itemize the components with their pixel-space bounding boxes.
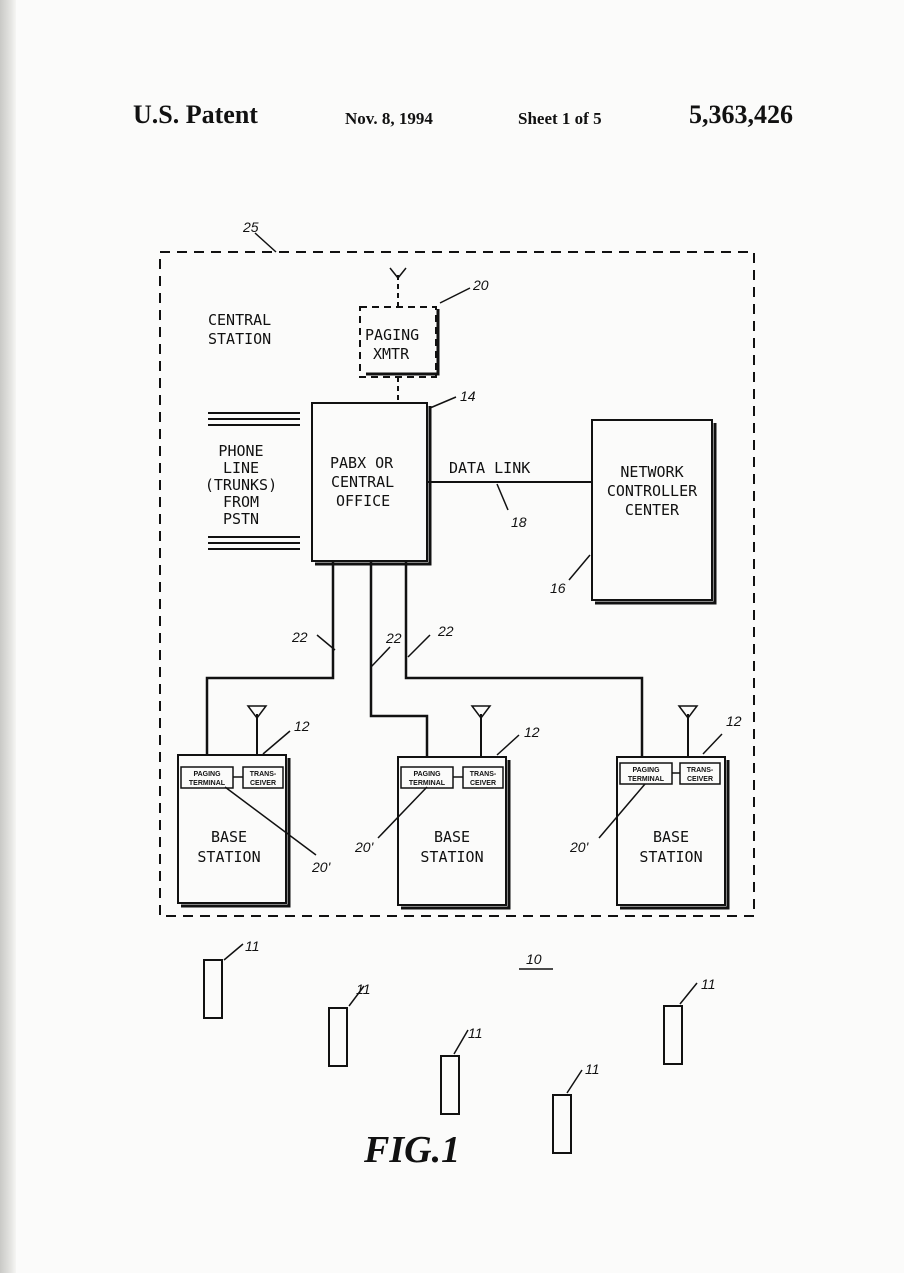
network-controller-label: NETWORK bbox=[620, 463, 683, 481]
leader-20prime bbox=[378, 787, 427, 838]
phone-line-label: PHONE bbox=[218, 442, 263, 460]
paging-terminal-label: TERMINAL bbox=[409, 780, 446, 787]
transceiver-label: CEIVER bbox=[250, 780, 276, 787]
transceiver-label: CEIVER bbox=[470, 780, 496, 787]
leader-11 bbox=[454, 1030, 468, 1054]
leader-11 bbox=[680, 983, 697, 1004]
transceiver-label: CEIVER bbox=[687, 776, 713, 783]
ref-12: 12 bbox=[726, 713, 742, 729]
ref-20prime: 20' bbox=[311, 859, 332, 875]
leader-18 bbox=[497, 484, 508, 510]
pabx-label: PABX OR bbox=[330, 454, 394, 472]
ref-18: 18 bbox=[511, 514, 527, 530]
ref-11: 11 bbox=[356, 981, 371, 997]
base-station-label: STATION bbox=[639, 848, 702, 866]
base-station-label: BASE bbox=[653, 828, 689, 846]
transceiver-label: TRANS- bbox=[687, 767, 714, 774]
leader-11 bbox=[224, 944, 243, 960]
base-station-label: BASE bbox=[434, 828, 470, 846]
ref-11: 11 bbox=[468, 1025, 483, 1041]
paging-terminal-label: PAGING bbox=[193, 771, 221, 778]
leader-12 bbox=[703, 734, 722, 754]
base-station-label: STATION bbox=[420, 848, 483, 866]
ref-11: 11 bbox=[245, 938, 260, 954]
ref-16: 16 bbox=[550, 580, 566, 596]
pabx-label: CENTRAL bbox=[331, 473, 394, 491]
paging-terminal-label: PAGING bbox=[632, 767, 660, 774]
transceiver-label: TRANS- bbox=[470, 771, 497, 778]
ref-14: 14 bbox=[460, 388, 476, 404]
leader-20 bbox=[440, 288, 470, 303]
paging-xmtr-label: XMTR bbox=[373, 345, 410, 363]
ref-22: 22 bbox=[291, 629, 308, 645]
handset-icon bbox=[204, 960, 222, 1018]
leader-20prime bbox=[599, 784, 645, 838]
trunk-22-left bbox=[207, 561, 333, 755]
leader-22 bbox=[371, 647, 390, 667]
paging-terminal-label: TERMINAL bbox=[189, 780, 226, 787]
central-station-label: CENTRAL bbox=[208, 311, 271, 329]
ref-20: 20 bbox=[472, 277, 489, 293]
ref-20prime: 20' bbox=[354, 839, 375, 855]
leader-16 bbox=[569, 555, 590, 580]
leader-14 bbox=[430, 397, 456, 408]
ref-25: 25 bbox=[242, 219, 259, 235]
leader-22 bbox=[408, 635, 430, 657]
base-station-label: STATION bbox=[197, 848, 260, 866]
ref-22: 22 bbox=[437, 623, 454, 639]
ref-22: 22 bbox=[385, 630, 402, 646]
handset-icon bbox=[441, 1056, 459, 1114]
transceiver-label: TRANS- bbox=[250, 771, 277, 778]
leader-12 bbox=[497, 735, 519, 755]
handset-icon bbox=[553, 1095, 571, 1153]
network-controller-label: CENTER bbox=[625, 501, 680, 519]
paging-terminal-label: PAGING bbox=[413, 771, 441, 778]
paging-terminal-label: TERMINAL bbox=[628, 776, 665, 783]
phone-line-label: FROM bbox=[223, 493, 259, 511]
phone-line-label: PSTN bbox=[223, 510, 259, 528]
figure-label: FIG.1 bbox=[363, 1129, 460, 1171]
leader-11 bbox=[567, 1070, 582, 1093]
ref-12: 12 bbox=[294, 718, 310, 734]
ref-11: 11 bbox=[585, 1061, 600, 1077]
leader-12 bbox=[263, 731, 290, 754]
network-controller-label: CONTROLLER bbox=[607, 482, 698, 500]
phone-line-label: LINE bbox=[223, 459, 259, 477]
leader-25 bbox=[255, 233, 276, 252]
ref-12: 12 bbox=[524, 724, 540, 740]
central-station-label: STATION bbox=[208, 330, 271, 348]
phone-line-label: (TRUNKS) bbox=[205, 476, 277, 494]
base-station-label: BASE bbox=[211, 828, 247, 846]
pabx-label: OFFICE bbox=[336, 492, 390, 510]
data-link-label: DATA LINK bbox=[449, 459, 530, 477]
handset-icon bbox=[664, 1006, 682, 1064]
ref-20prime: 20' bbox=[569, 839, 590, 855]
ref-11: 11 bbox=[701, 976, 716, 992]
paging-xmtr-label: PAGING bbox=[365, 326, 419, 344]
central-station-boundary bbox=[160, 252, 754, 916]
ref-10: 10 bbox=[526, 951, 542, 967]
handset-icon bbox=[329, 1008, 347, 1066]
